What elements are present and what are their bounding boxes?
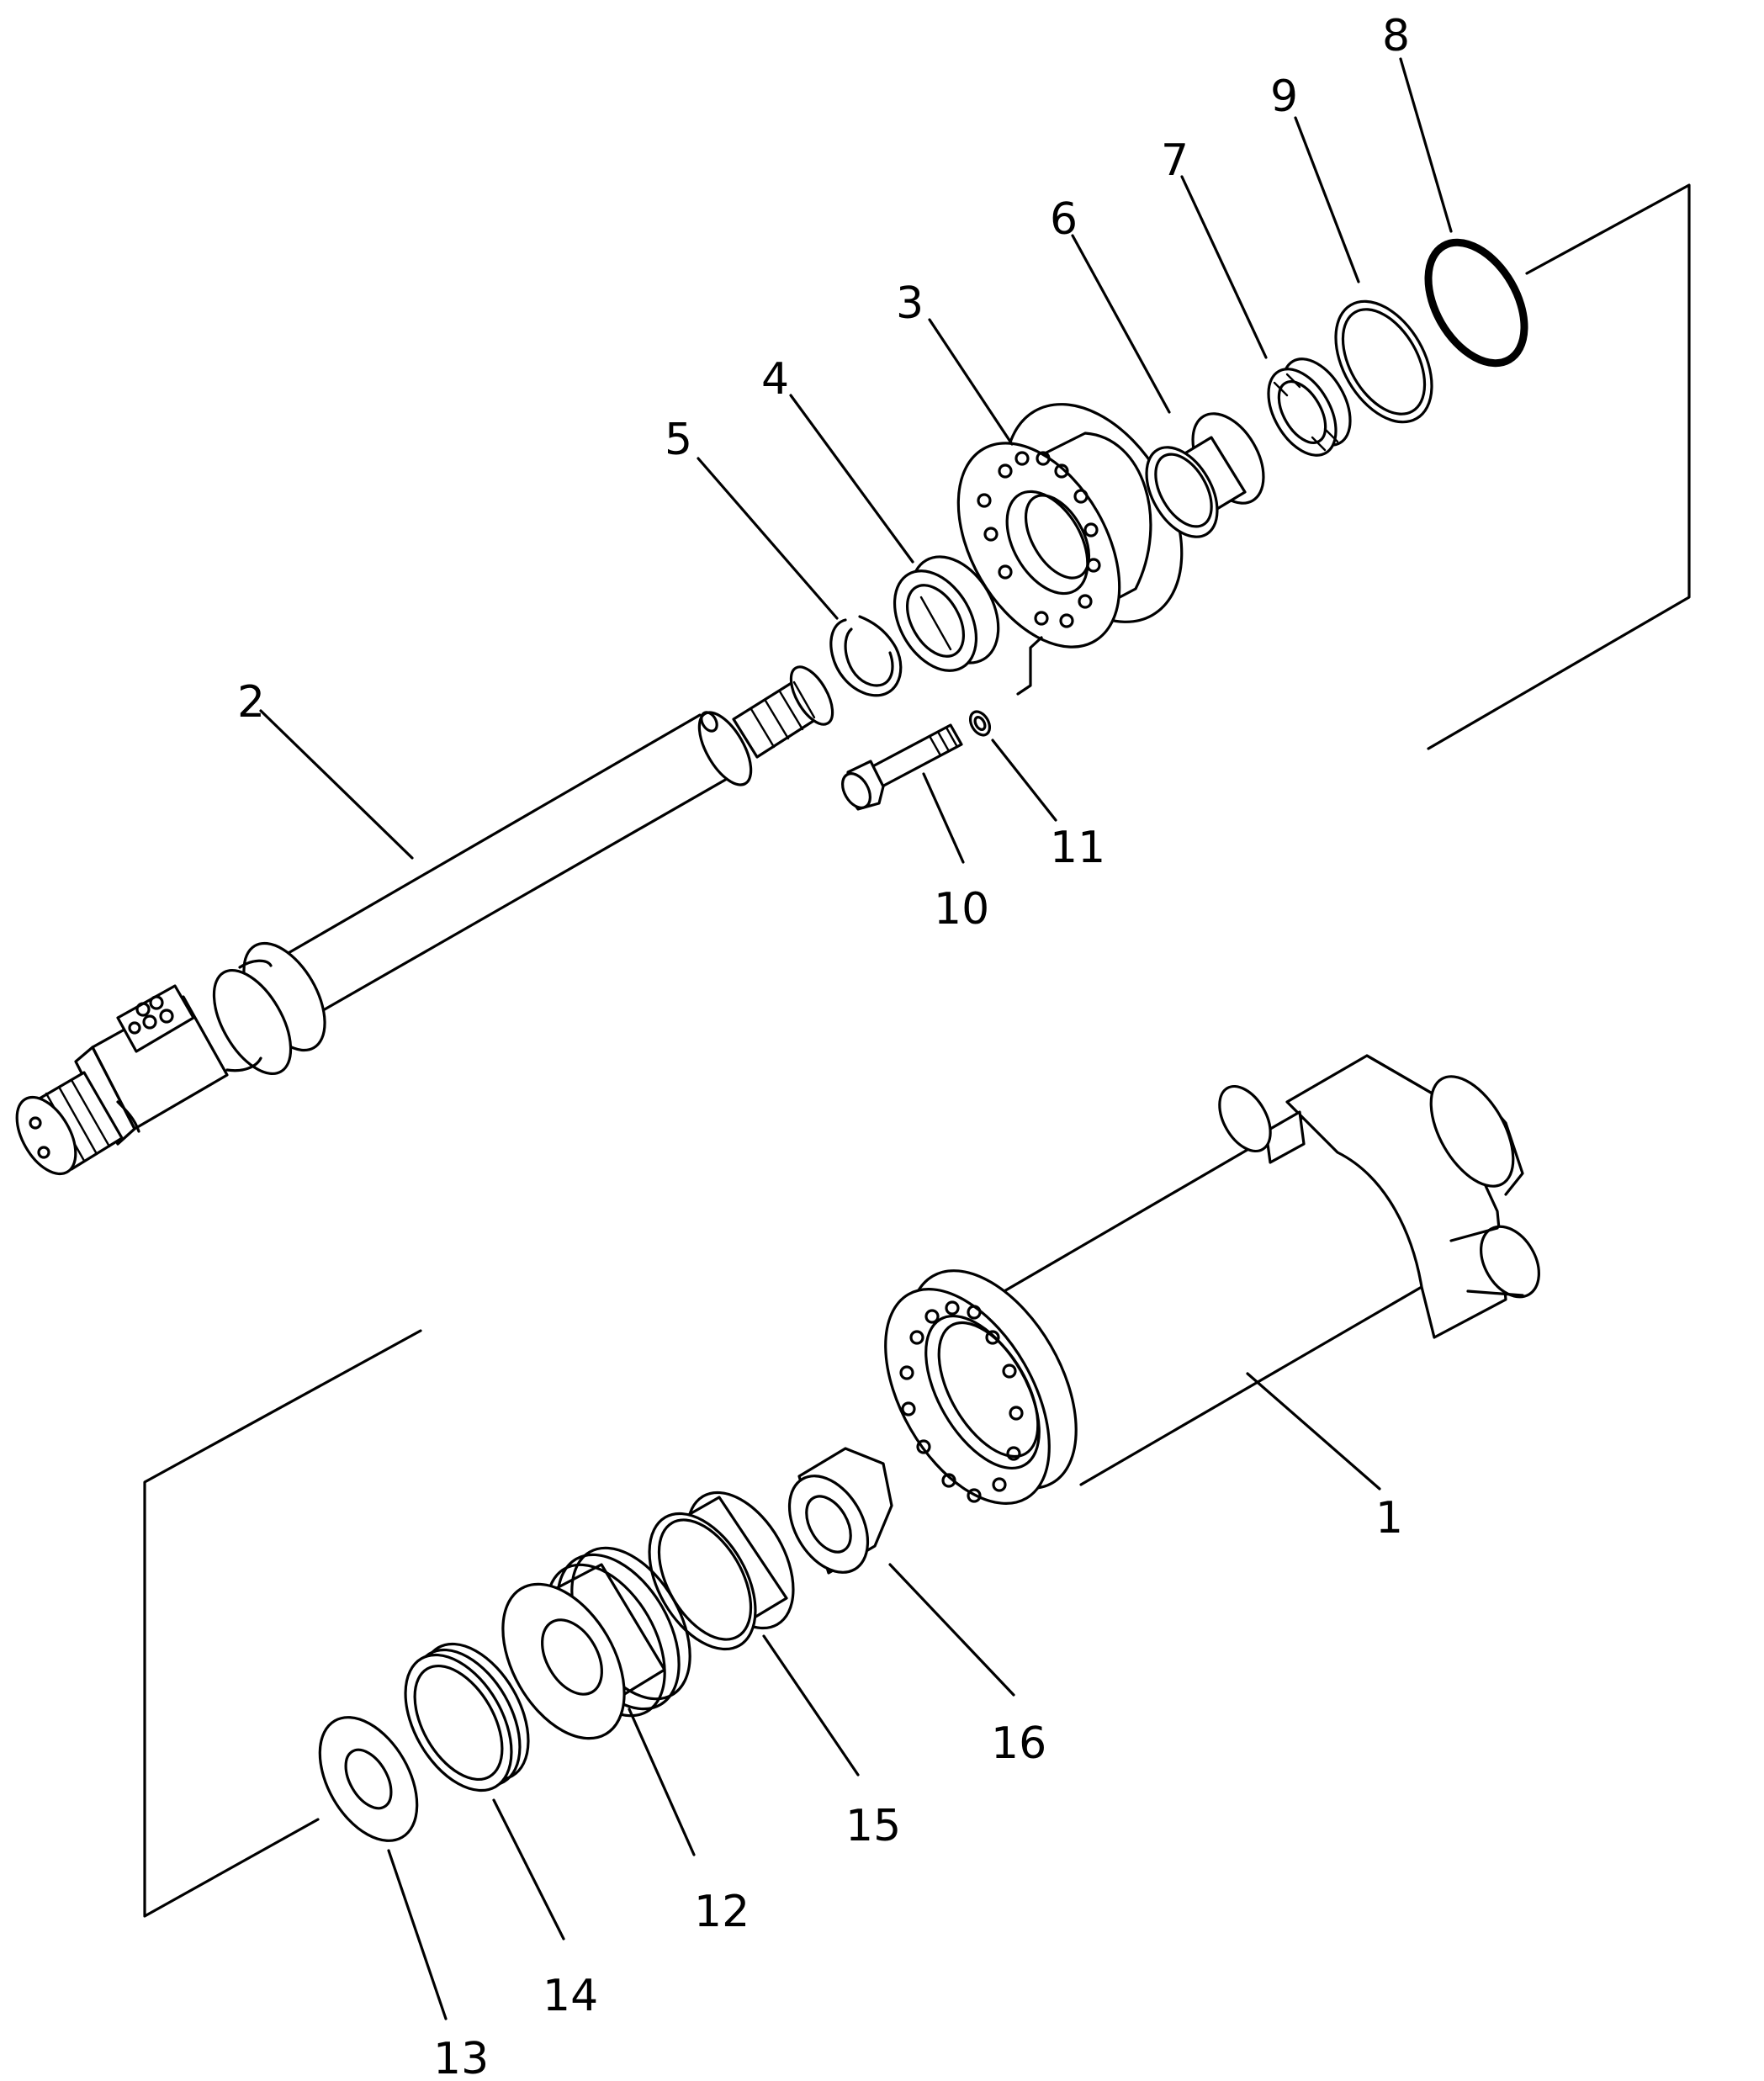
callout-15: 15 [845,1801,901,1851]
callout-5: 5 [665,415,692,465]
bushing-6 [1145,412,1265,538]
piston-seal [404,1642,530,1792]
cylinder-tube [884,1054,1540,1505]
callout-labels: 1 2 3 4 5 6 7 8 9 10 11 12 13 14 15 16 [237,11,1410,2081]
callout-9: 9 [1270,71,1298,122]
leader-lines [259,57,1453,2020]
callout-16: 16 [991,1718,1046,1769]
rod-packing [1267,357,1352,457]
bushing [893,555,1000,672]
cylinder-head [956,403,1184,649]
assembly-bracket-upper [1427,183,1691,750]
callout-8: 8 [1382,11,1410,61]
callout-11: 11 [1050,823,1105,873]
piston-nut [787,1447,893,1575]
piston-rod [15,665,834,1176]
wear-ring [648,1491,795,1651]
lock-washer [968,710,992,737]
callout-7: 7 [1161,135,1189,186]
snap-ring [829,615,903,697]
callout-2: 2 [237,677,265,728]
o-ring [1424,238,1528,368]
piston [501,1546,691,1740]
callout-4: 4 [761,354,789,405]
callout-1: 1 [1375,1493,1403,1544]
thrust-washer [318,1716,419,1842]
backup-ring [1334,299,1433,424]
assembly-bracket-lower [143,1329,422,1918]
callout-6: 6 [1050,194,1078,245]
bolt [841,723,963,811]
callout-14: 14 [543,1971,598,2021]
callout-12: 12 [694,1887,750,1937]
callout-13: 13 [433,2034,489,2081]
callout-10: 10 [934,884,989,935]
callout-3: 3 [896,278,924,329]
